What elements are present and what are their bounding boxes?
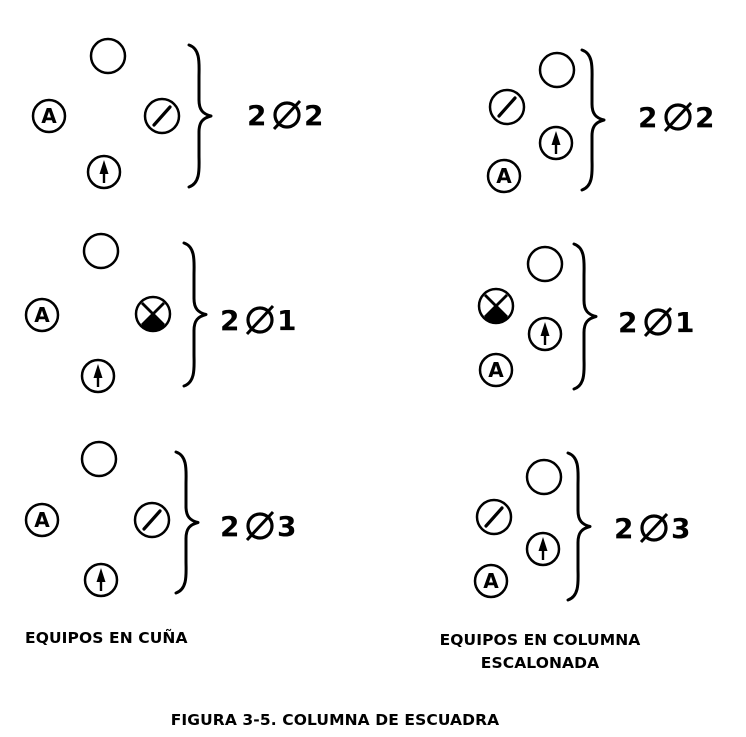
slashed-zero-glyph [640,514,668,542]
grouping-brace [572,242,598,391]
slashed-zero-glyph [644,308,672,336]
a-symbol: A [24,502,60,538]
slash-symbol [488,88,526,126]
grouping-brace [187,43,213,189]
symbol-letter: A [496,164,512,188]
symbol-letter: A [483,569,499,593]
arrow-symbol [538,125,574,161]
caption-staggered-column: EQUIPOS EN COLUMNA ESCALONADA [420,629,660,675]
open-circle [538,51,576,89]
slashed-zero-glyph [246,512,274,540]
open-circle [526,245,564,283]
open-circle [89,37,127,75]
caption-wedge-teams: EQUIPOS EN CUÑA [25,629,188,647]
a-symbol: A [478,352,514,388]
figure-caption: FIGURA 3-5. COLUMNA DE ESCUADRA [170,711,500,729]
designation-prefix: 2 [220,510,239,543]
symbol-letter: A [34,303,50,327]
arrow-symbol [83,562,119,598]
grouping-brace [566,451,592,602]
caption-staggered-line2: ESCALONADA [480,654,600,672]
x-filled-symbol [477,287,515,325]
designation-prefix: 2 [618,306,637,339]
slash-symbol [475,498,513,536]
caption-staggered-line1: EQUIPOS EN COLUMNA [439,631,641,649]
slashed-zero-glyph [273,101,301,129]
designation-prefix: 2 [220,304,239,337]
arrow-symbol [527,316,563,352]
arrow-symbol [525,531,561,567]
grouping-brace [174,450,200,595]
designation-suffix: 3 [277,510,296,543]
slashed-zero-glyph [246,306,274,334]
slash-symbol [133,501,171,539]
designation-suffix: 3 [671,512,690,545]
designation-prefix: 2 [247,99,266,132]
a-symbol: A [486,158,522,194]
designation-suffix: 1 [675,306,694,339]
a-symbol: A [24,297,60,333]
open-circle [82,232,120,270]
symbol-letter: A [41,104,57,128]
symbol-letter: A [488,358,504,382]
arrow-symbol [80,358,116,394]
grouping-brace [182,241,208,388]
open-circle [525,458,563,496]
designation-suffix: 1 [277,304,296,337]
grouping-brace [580,48,606,192]
designation-suffix: 2 [695,101,714,134]
x-filled-symbol [134,295,172,333]
a-symbol: A [473,563,509,599]
slash-symbol [143,97,181,135]
designation-prefix: 2 [638,101,657,134]
designation-suffix: 2 [304,99,323,132]
symbol-letter: A [34,508,50,532]
open-circle [80,440,118,478]
arrow-symbol [86,154,122,190]
designation-prefix: 2 [614,512,633,545]
slashed-zero-glyph [664,103,692,131]
a-symbol: A [31,98,67,134]
